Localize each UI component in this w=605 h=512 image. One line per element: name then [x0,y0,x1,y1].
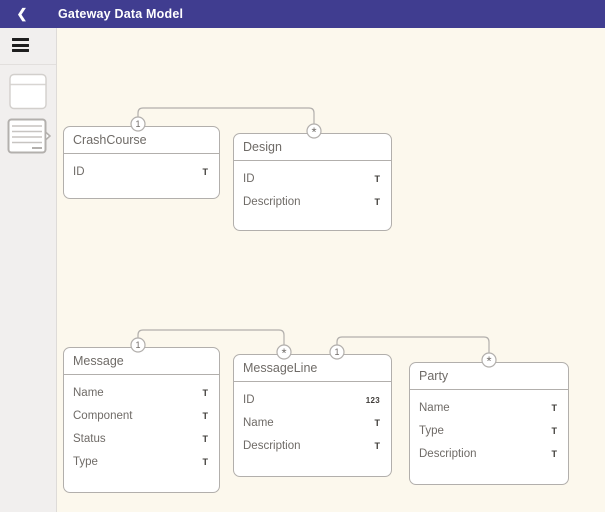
field-row[interactable]: Description T [243,435,380,458]
entity-field-list: ID T Description T [234,161,391,214]
back-button[interactable]: ❮ [0,0,44,28]
entity-title: Design [234,134,391,161]
text-type-icon: T [202,167,209,177]
field-row[interactable]: Type T [419,420,557,443]
field-name: Name [73,387,104,399]
field-name: ID [73,166,85,178]
field-name: Name [243,417,274,429]
app-header: ❮ Gateway Data Model [0,0,605,28]
entity-title: Message [64,348,219,375]
text-type-icon: T [374,197,381,207]
field-row[interactable]: Status T [73,428,208,451]
field-name: Status [73,433,106,445]
field-name: ID [243,173,255,185]
field-name: Component [73,410,133,422]
text-type-icon: T [374,418,381,428]
field-name: Description [243,196,301,208]
field-name: Name [419,402,450,414]
tool-button-table[interactable] [7,73,49,110]
text-type-icon: T [551,426,558,436]
field-row[interactable]: ID 123 [243,389,380,412]
left-toolbar [0,28,57,512]
field-name: Type [419,425,444,437]
text-type-icon: T [374,174,381,184]
back-arrow-icon: ❮ [16,6,28,21]
text-type-icon: T [202,434,209,444]
text-type-icon: T [551,449,558,459]
field-name: ID [243,394,255,406]
page-title: Gateway Data Model [58,7,184,21]
field-row[interactable]: Name T [73,382,208,405]
table-card-icon [7,73,49,110]
entity-title: CrashCourse [64,127,219,154]
field-name: Type [73,456,98,468]
hamburger-menu-icon[interactable] [12,38,30,64]
text-type-icon: T [202,457,209,467]
text-type-icon: T [202,388,209,398]
notes-panel-icon [7,118,51,155]
text-type-icon: T [551,403,558,413]
text-type-icon: T [202,411,209,421]
field-row[interactable]: ID T [243,168,380,191]
field-row[interactable]: Name T [419,397,557,420]
field-row[interactable]: Description T [419,443,557,466]
entity-field-list: ID T [64,154,219,184]
number-type-icon: 123 [365,396,380,405]
field-row[interactable]: Description T [243,191,380,214]
field-name: Description [419,448,477,460]
toolbar-divider [0,63,56,65]
entity-title: MessageLine [234,355,391,382]
field-row[interactable]: Type T [73,451,208,474]
entity-title: Party [410,363,568,390]
tool-button-notes[interactable] [7,118,51,155]
field-row[interactable]: ID T [73,161,208,184]
field-row[interactable]: Name T [243,412,380,435]
text-type-icon: T [374,441,381,451]
field-row[interactable]: Component T [73,405,208,428]
field-name: Description [243,440,301,452]
